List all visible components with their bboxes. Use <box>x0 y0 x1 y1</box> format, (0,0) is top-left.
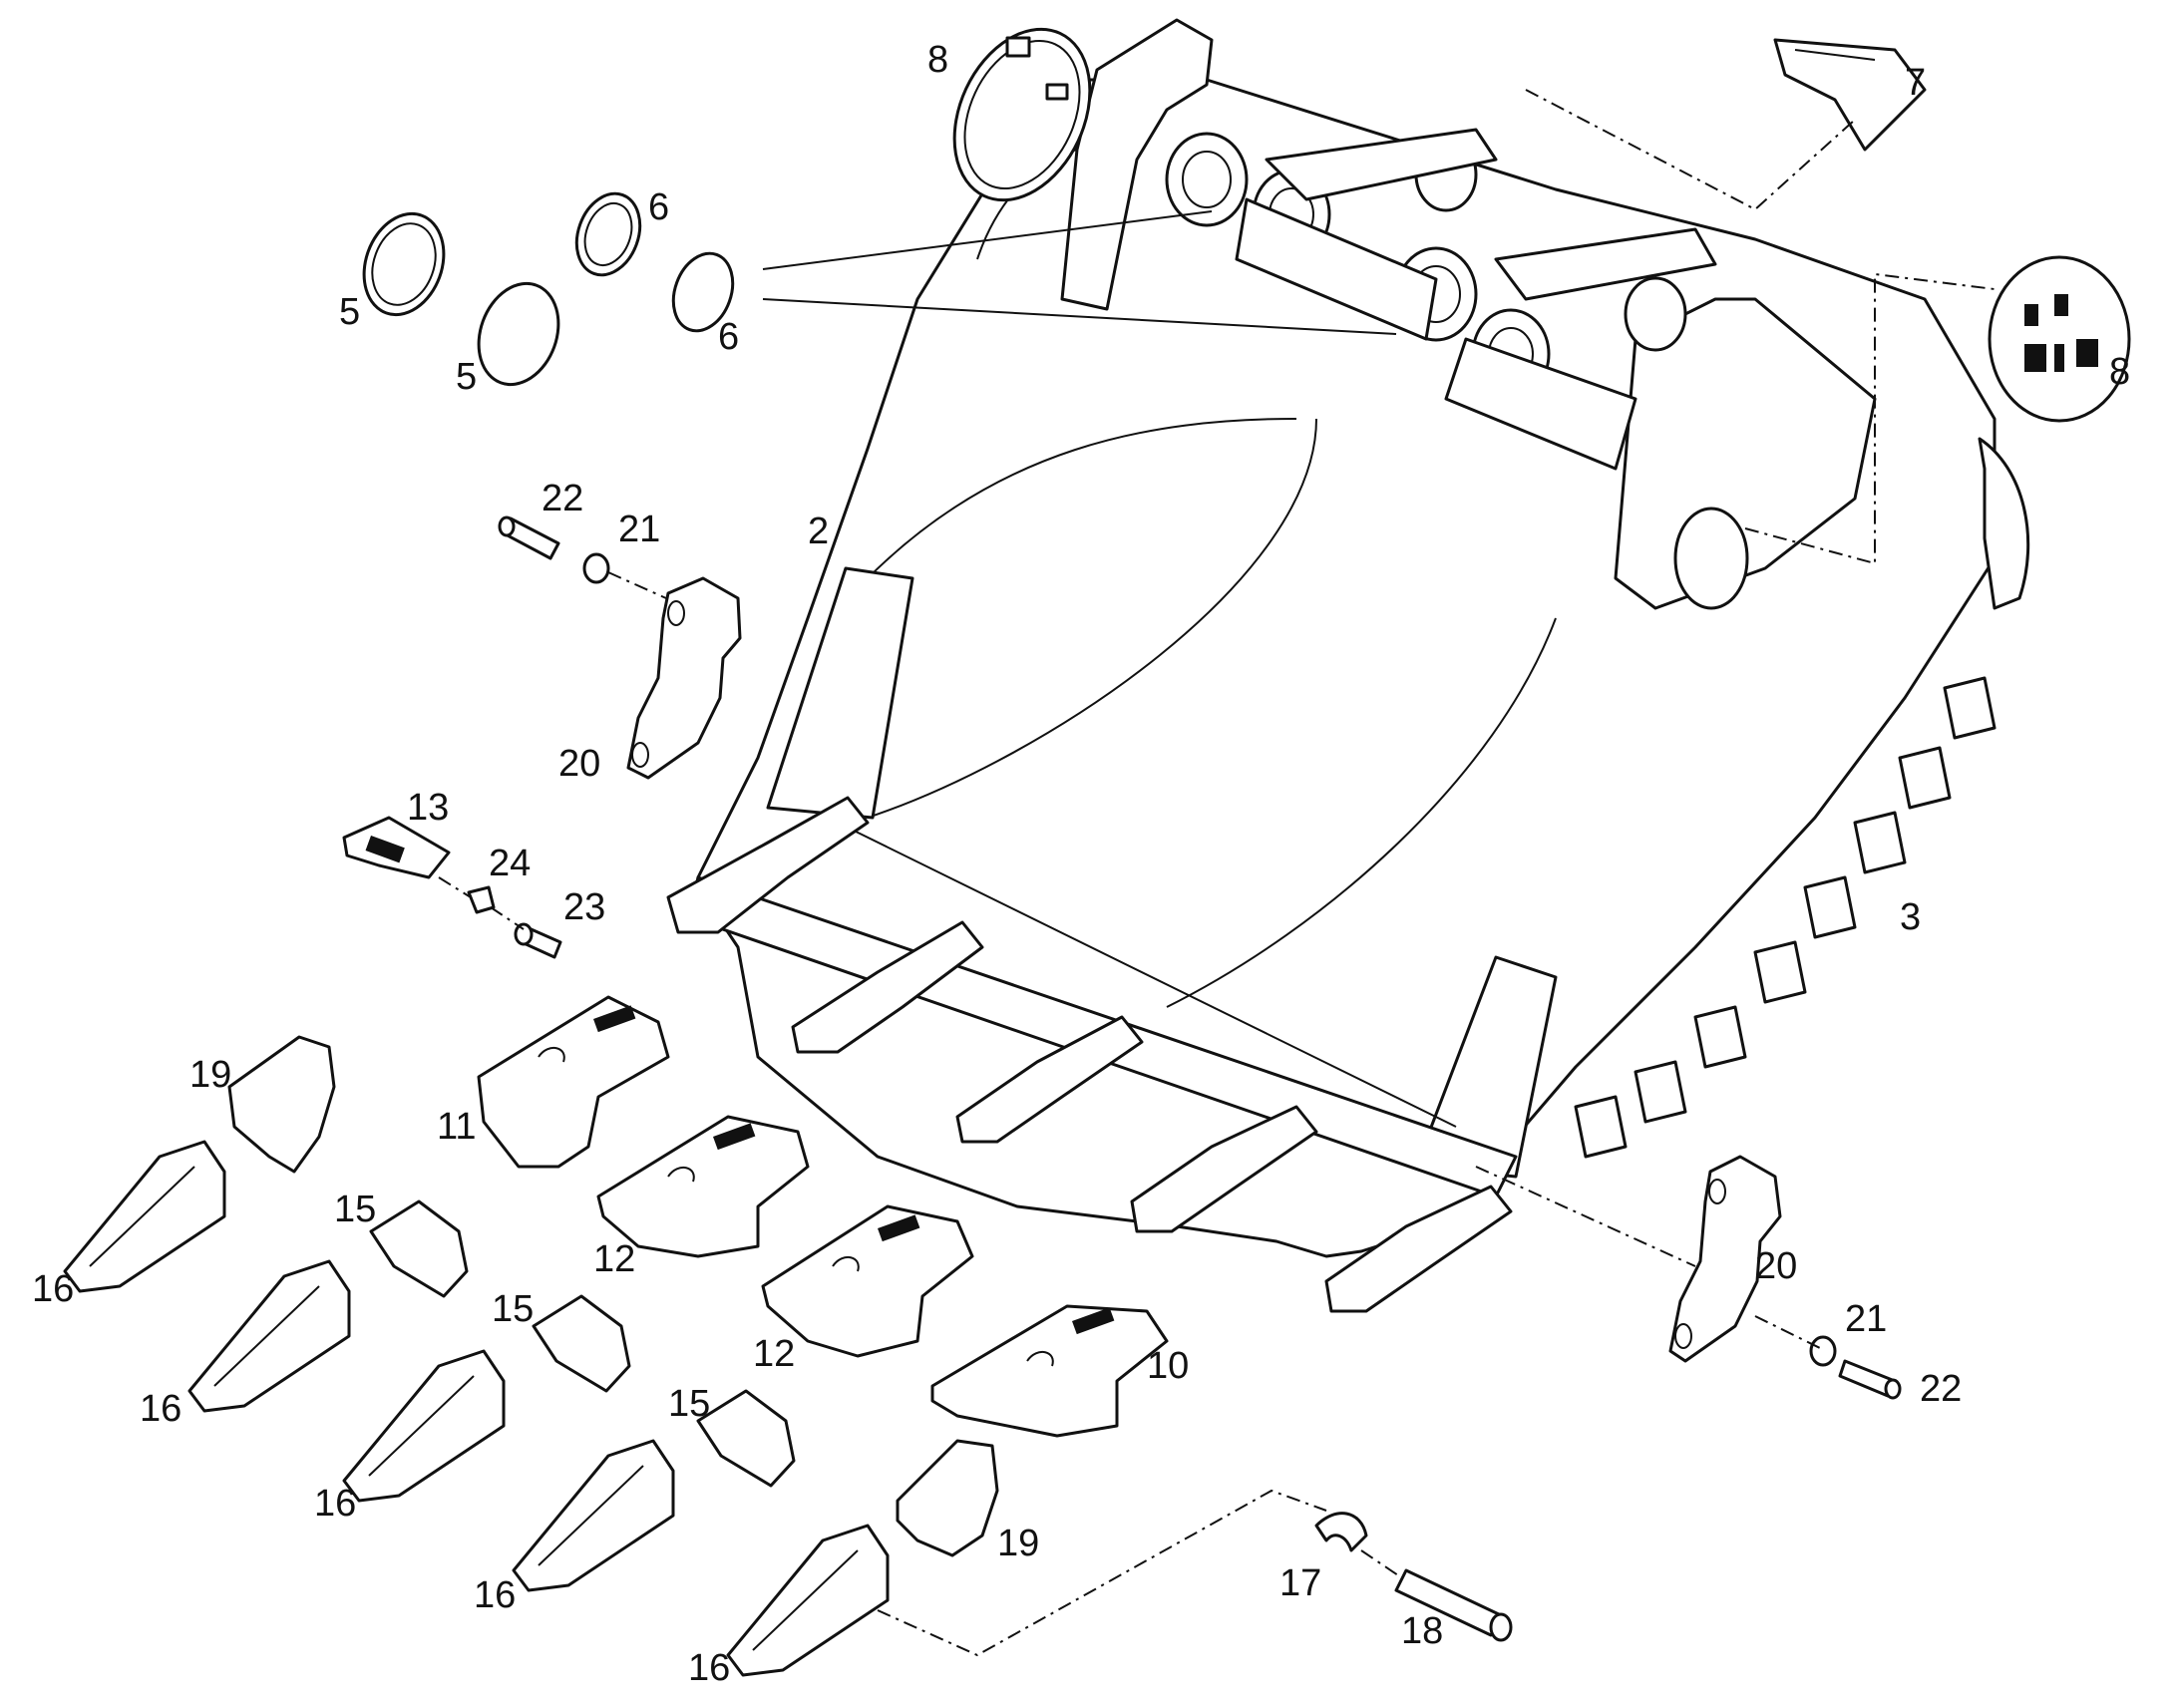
callout-6b: 6 <box>718 316 739 358</box>
part-12-lip-shroud-b <box>761 1204 974 1358</box>
callout-5a: 5 <box>339 291 360 333</box>
part-19-adapter-cover-a <box>227 1035 336 1174</box>
callout-17: 17 <box>1279 1562 1321 1604</box>
part-10-wing-shroud <box>930 1304 1169 1438</box>
callout-22a: 22 <box>542 478 583 519</box>
callout-15b: 15 <box>492 1288 534 1330</box>
part-12-lip-shroud-a <box>596 1115 810 1258</box>
callout-16b: 16 <box>140 1388 182 1430</box>
part-16-tooth-e <box>726 1524 890 1677</box>
part-15-cap-c <box>696 1389 796 1488</box>
adapter-5 <box>1324 1185 1513 1313</box>
callout-15a: 15 <box>334 1189 376 1230</box>
part-23-bolt <box>514 922 562 959</box>
part-13-lock <box>342 816 451 879</box>
lip-adapters <box>666 796 1513 1313</box>
part-7-bracket <box>1773 38 1927 152</box>
callout-24: 24 <box>489 843 531 884</box>
part-15-cap-b <box>532 1294 631 1393</box>
callout-12b: 12 <box>753 1333 795 1375</box>
part-16-tooth-c <box>342 1349 506 1503</box>
callout-7: 7 <box>1905 62 1926 104</box>
callout-8b: 8 <box>2109 351 2130 393</box>
part-16-tooth-d <box>512 1439 675 1592</box>
part-8-retainer-ring <box>952 27 1092 202</box>
callout-22b: 22 <box>1920 1368 1962 1410</box>
part-22-pin-left <box>498 515 560 560</box>
part-16-tooth-a <box>63 1140 226 1293</box>
callout-3: 3 <box>1900 896 1921 938</box>
part-11-wing-shroud <box>477 995 670 1169</box>
callout-20b: 20 <box>1755 1245 1797 1287</box>
part-19-adapter-cover-b <box>896 1439 999 1557</box>
part-21-washer-left <box>582 552 610 584</box>
part-18-tooth-pin <box>1394 1568 1513 1642</box>
callout-21a: 21 <box>618 509 660 550</box>
bucket-body <box>686 18 2030 1258</box>
part-8-warning-decal <box>1988 255 2131 423</box>
callout-16e: 16 <box>688 1647 730 1689</box>
callout-21b: 21 <box>1845 1298 1887 1340</box>
part-15-cap-a <box>369 1199 469 1298</box>
callout-15c: 15 <box>668 1383 710 1425</box>
part-16-tooth-b <box>187 1259 351 1413</box>
callout-19a: 19 <box>189 1054 231 1096</box>
callout-13: 13 <box>407 787 449 829</box>
adapter-4 <box>1130 1105 1318 1233</box>
callout-23: 23 <box>563 886 605 928</box>
callout-2: 2 <box>808 511 829 552</box>
part-20-side-cutter-left <box>626 576 742 780</box>
adapter-2 <box>791 920 984 1054</box>
part-5-cover-plate-a <box>362 211 446 317</box>
callout-16a: 16 <box>32 1268 74 1310</box>
callout-16c: 16 <box>314 1483 356 1525</box>
callout-18: 18 <box>1401 1610 1443 1652</box>
heel-shrouds <box>1574 676 1997 1159</box>
adapter-3 <box>955 1015 1144 1144</box>
part-22-pin-right <box>1838 1359 1902 1400</box>
part-6-cover-plate-b <box>671 251 735 333</box>
callout-16d: 16 <box>474 1574 516 1616</box>
callout-11: 11 <box>437 1106 476 1148</box>
callout-labels: 2 3 5 5 6 6 7 8 8 10 11 12 12 13 15 15 1… <box>32 39 2130 1689</box>
part-5-cover-plate-b <box>477 281 560 387</box>
callout-12a: 12 <box>593 1238 635 1280</box>
callout-5b: 5 <box>456 356 477 398</box>
adapter-1 <box>666 796 870 934</box>
callout-10: 10 <box>1147 1345 1189 1387</box>
part-24-clip <box>467 885 496 914</box>
part-21-washer-right <box>1809 1335 1837 1367</box>
part-20-side-cutter-right <box>1668 1155 1782 1363</box>
callout-19b: 19 <box>997 1523 1039 1564</box>
callout-20a: 20 <box>558 743 600 785</box>
part-6-cover-plate-a <box>574 191 642 277</box>
part-17-retainer <box>1314 1512 1368 1552</box>
callout-6a: 6 <box>648 186 669 228</box>
callout-8a: 8 <box>927 39 948 81</box>
